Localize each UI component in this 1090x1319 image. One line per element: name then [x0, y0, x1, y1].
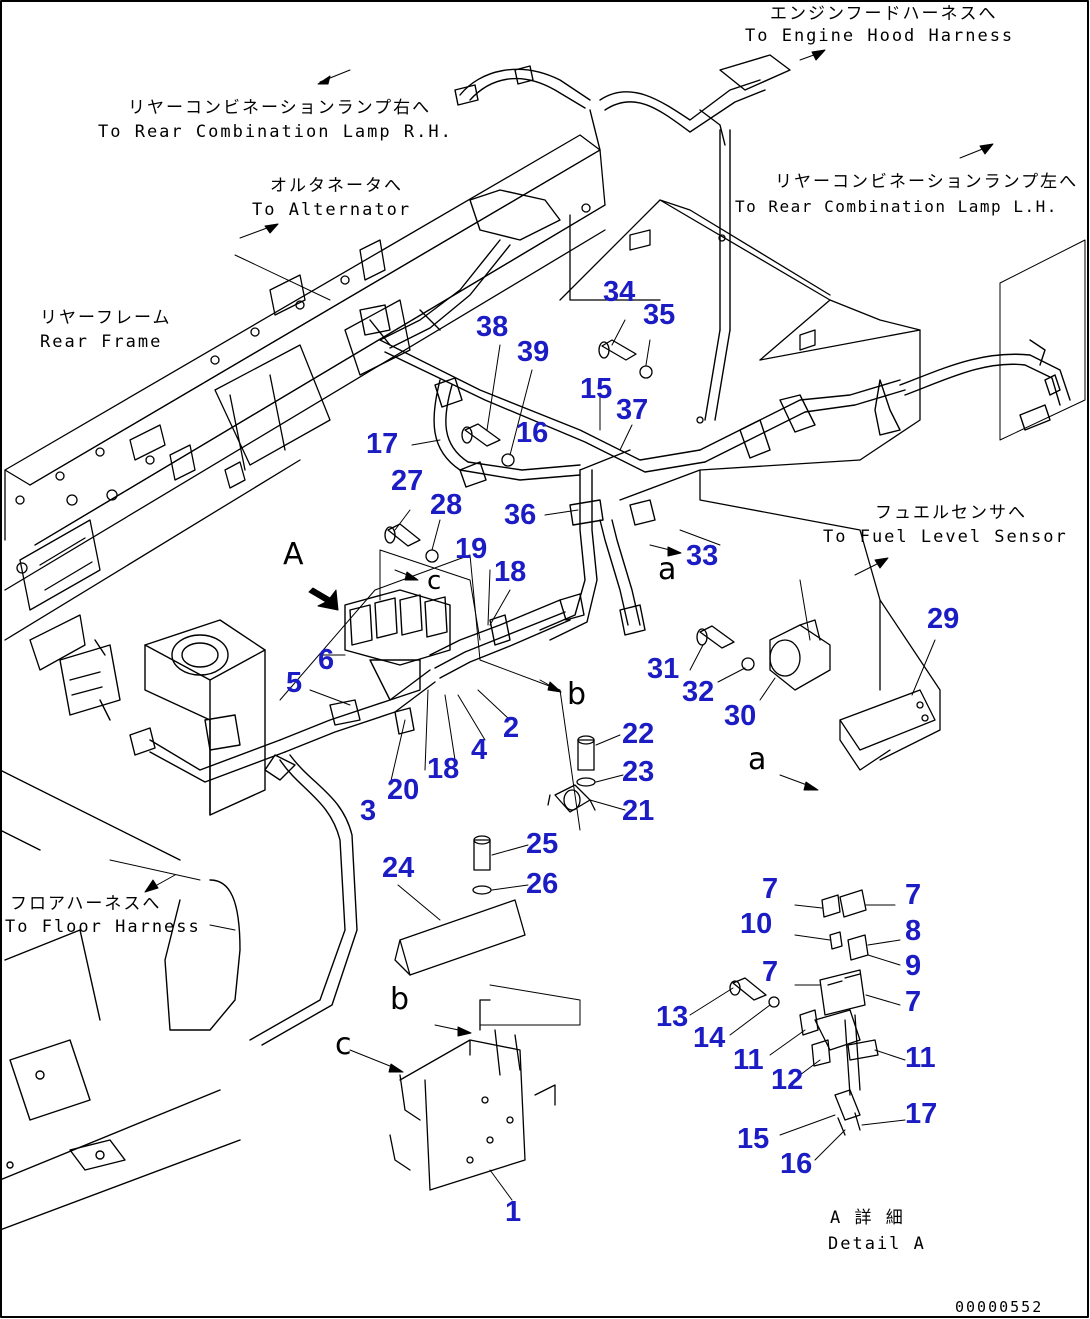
rear-frame-label-en: Rear Frame: [40, 332, 163, 352]
part-number-callout: 4: [471, 734, 488, 766]
part-number-callout: 23: [622, 756, 655, 788]
harness-runs: [0, 54, 1086, 1231]
engine-hood-label-jp: エンジンフードハーネスへ: [770, 4, 998, 24]
part-number-callout: 16: [780, 1148, 813, 1180]
part-number-callout: 33: [686, 540, 719, 572]
view-letter-a-lower: a: [748, 742, 767, 777]
rear-comb-rh-label-jp: リヤーコンビネーションランプ右へ: [128, 98, 432, 118]
part-number-callout: 12: [771, 1064, 804, 1096]
rear-comb-lh-label-en: To Rear Combination Lamp L.H.: [735, 197, 1058, 216]
rear-comb-lh-label-jp: リヤーコンビネーションランプ左へ: [775, 172, 1079, 192]
view-letter-b-lower: b: [390, 982, 410, 1017]
part-number-callout: 21: [622, 795, 655, 827]
part-number-callout: 38: [476, 311, 509, 343]
view-letter-a: a: [658, 552, 677, 587]
part-number-callout: 17: [366, 428, 399, 460]
alternator-label-en: To Alternator: [252, 200, 412, 220]
drawing-number: 00000552: [955, 1298, 1044, 1316]
part-number-callout: 28: [430, 489, 463, 521]
detail-label-jp: A 詳 細: [830, 1208, 905, 1228]
view-letter-b: b: [567, 677, 587, 712]
part-number-callout: 24: [382, 852, 415, 884]
part-number-callout: 29: [927, 603, 960, 635]
part-number-callout: 26: [526, 868, 559, 900]
fuel-sensor-label-jp: フュエルセンサへ: [875, 503, 1027, 523]
part-number-callout: 31: [647, 653, 680, 685]
floor-harness-label-en: To Floor Harness: [5, 917, 201, 937]
part-number-callout: 32: [682, 676, 715, 708]
part-number-callout: 18: [427, 753, 460, 785]
part-number-callout: 1: [505, 1196, 522, 1228]
part-number-callout: 7: [905, 986, 922, 1018]
part-number-callout: 36: [504, 499, 537, 531]
part-number-callout: 7: [905, 879, 922, 911]
fasteners: [384, 339, 936, 1191]
part-number-callout: 16: [516, 417, 549, 449]
part-number-callout: 39: [517, 336, 550, 368]
direction-arrows: [144, 49, 994, 1073]
part-number-callout: 7: [762, 956, 779, 988]
part-number-callout: 11: [733, 1044, 764, 1076]
floor-harness-label-jp: フロアハーネスへ: [10, 894, 162, 914]
view-letter-c: c: [427, 566, 442, 596]
part-number-callout: 6: [318, 644, 335, 676]
fuel-sensor-label-en: To Fuel Level Sensor: [823, 527, 1068, 547]
part-number-callout: 20: [387, 774, 420, 806]
part-number-callout: 9: [905, 950, 922, 982]
part-number-callout: 11: [905, 1042, 936, 1074]
rear-frame-label-jp: リヤーフレーム: [40, 308, 172, 328]
part-number-callout: 8: [905, 915, 922, 947]
detail-label-en: Detail A: [828, 1234, 926, 1254]
view-letter-c-lower: c: [335, 1027, 352, 1062]
alternator-label-jp: オルタネータへ: [270, 176, 403, 196]
part-number-callout: 17: [905, 1098, 938, 1130]
part-number-callout: 13: [656, 1001, 689, 1033]
part-number-callout: 34: [603, 276, 636, 308]
part-number-callout: 3: [360, 795, 377, 827]
part-number-callout: 7: [762, 873, 779, 905]
part-number-callout: 37: [616, 394, 649, 426]
part-number-callout: 27: [391, 465, 424, 497]
part-number-callout: 15: [580, 373, 613, 405]
part-number-callout: 19: [455, 533, 488, 565]
rear-frame: [4, 134, 606, 671]
part-number-callout: 18: [494, 556, 527, 588]
leader-lines: [109, 254, 936, 1201]
part-number-callout: 25: [526, 828, 559, 860]
part-number-callout: 5: [286, 667, 303, 699]
part-number-callout: 15: [737, 1123, 770, 1155]
part-number-callout: 35: [643, 299, 676, 331]
part-number-callout: 30: [724, 700, 757, 732]
part-number-callout: 2: [503, 712, 520, 744]
rear-comb-rh-label-en: To Rear Combination Lamp R.H.: [98, 122, 453, 142]
engine-hood-label-en: To Engine Hood Harness: [745, 26, 1015, 46]
part-number-callout: 14: [693, 1022, 726, 1054]
part-number-callout: 10: [740, 908, 773, 940]
part-number-callout: 22: [622, 718, 655, 750]
view-letter-A: A: [283, 537, 304, 572]
